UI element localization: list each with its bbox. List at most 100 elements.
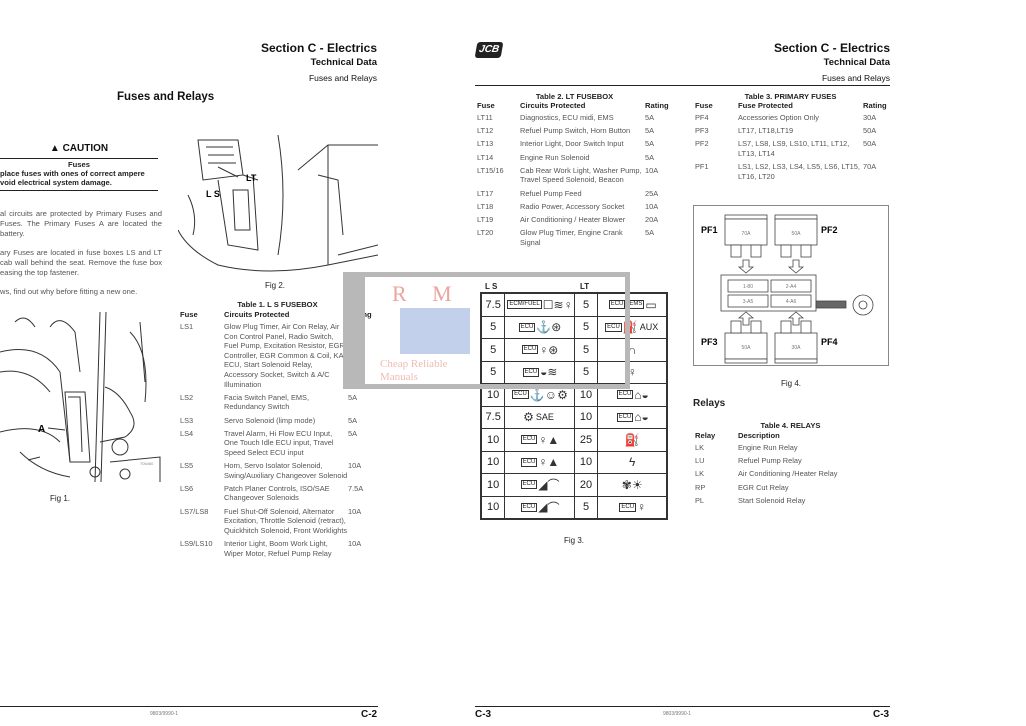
table-cell: 5A xyxy=(348,428,358,438)
table-row: PF1 LS1, LS2, LS3, LS4, LS5, LS6, LT15, L… xyxy=(695,162,888,185)
paragraph-2: ary Fuses are located in fuse boxes LS a… xyxy=(0,248,162,277)
fig4-pf1-value: 70A xyxy=(742,231,752,237)
wiper-icon: ⌒ xyxy=(547,500,560,515)
travel-icon: ⌂ xyxy=(634,387,642,402)
fig1-code: 706460 xyxy=(140,461,154,466)
battery-icon: ▭ xyxy=(645,297,657,312)
fig3-ls-rating: 10 xyxy=(480,450,506,474)
fig4-caption: Fig 4. xyxy=(781,379,802,388)
table-cell: LT14 xyxy=(477,152,494,162)
caution-heading: Fuses xyxy=(68,160,90,169)
bulb-icon: ♀ xyxy=(538,455,548,470)
fig3-icon-cell: ♀ xyxy=(597,360,668,384)
table3-title: Table 3. PRIMARY FUSES xyxy=(744,92,837,101)
fig2-callout-lt: LT xyxy=(246,173,257,183)
column-header: Fuse Protected xyxy=(738,101,793,110)
footer-doc-number: 9803/9990-1 xyxy=(663,711,692,717)
table-cell: Horn, Servo Isolator Solenoid, Swing/Aux… xyxy=(224,461,348,480)
fig2-callout-ls: L S xyxy=(206,189,220,199)
table-cell: LT15/16 xyxy=(477,165,504,175)
lightning-icon: ϟ xyxy=(629,455,636,470)
column-header: Fuse xyxy=(477,101,495,110)
topic-title: Fuses and Relays xyxy=(308,73,377,83)
table-cell: 5A xyxy=(645,139,655,149)
table-cell: LS3 xyxy=(180,415,194,425)
worklight-icon: ◢ xyxy=(538,500,548,515)
fan-icon: ✾ xyxy=(621,477,632,492)
fig4-label-pf2: PF2 xyxy=(821,225,838,235)
table-cell: Diagnostics, ECU midi, EMS xyxy=(520,113,614,122)
table-cell: Cab Rear Work Light, Washer Pump, Travel… xyxy=(520,165,642,185)
table-cell: Travel Alarm, Hi Flow ECU Input, One Tou… xyxy=(224,428,334,457)
fuel-icon: ⛽ xyxy=(624,432,640,447)
table-cell: LT12 xyxy=(477,126,494,136)
table-row: LT15/16 Cab Rear Work Light, Washer Pump,… xyxy=(477,166,670,189)
column-header: Fuse xyxy=(180,310,198,319)
fig3-icon-cell: ⛽ xyxy=(597,428,668,452)
fig4-slot-1: 1-80 xyxy=(743,284,753,290)
table-cell: LS1, LS2, LS3, LS4, LS5, LS6, LT15, LT16… xyxy=(738,162,860,181)
joystick-icon: ⚓ xyxy=(529,387,545,402)
table-cell: PF1 xyxy=(695,162,709,172)
footer-rule xyxy=(0,706,378,707)
wheel-icon: ⊛ xyxy=(551,320,562,335)
fig3-box-label: ECU xyxy=(619,502,637,512)
section-title: Section C - Electrics xyxy=(773,41,890,55)
mountain-icon: ▲ xyxy=(547,432,560,447)
caution-text-2: void electrical system damage. xyxy=(0,178,112,187)
table-cell: LT17 xyxy=(477,188,494,198)
fig3-box-label: ECU xyxy=(605,322,622,332)
caution-text-1: place fuses with ones of correct ampere xyxy=(0,169,145,178)
table-cell: LK xyxy=(695,469,705,479)
fig3-icon-cell: ✾☀ xyxy=(597,473,668,497)
fig3-icon-cell: ⚙SAE xyxy=(504,405,575,429)
table-cell: LK xyxy=(695,443,705,452)
fig3-icon-cell: ECU♀ xyxy=(597,495,668,520)
fig3-icon-cell: ECU◢⌒ xyxy=(504,473,575,497)
fig3-icon-cell: ECU⚓⊛ xyxy=(504,315,575,339)
fig2-caption: Fig 2. xyxy=(265,281,286,290)
table-cell: 10A xyxy=(348,461,362,471)
fig3-ls-rating: 7.5 xyxy=(480,292,506,317)
column-header: Fuse xyxy=(695,101,713,110)
watermark-logo xyxy=(400,308,470,354)
bulb-icon: ♀ xyxy=(563,297,573,312)
column-header: Relay xyxy=(695,431,716,440)
footer-rule xyxy=(475,706,890,707)
table-cell: LT18 xyxy=(477,201,494,211)
table-cell: Refuel Pump Relay xyxy=(738,456,802,466)
fig1-callout-a: A xyxy=(38,424,45,435)
table-cell: RP xyxy=(695,482,706,492)
page-title: Fuses and Relays xyxy=(117,91,215,103)
table-cell: 5A xyxy=(645,113,655,122)
table-header-row: Fuse Fuse Protected Rating xyxy=(695,101,888,113)
fig3-icon-cell: ECU♀▲ xyxy=(504,428,575,452)
table-cell: LT20 xyxy=(477,228,494,238)
fig3-col-lt: LT xyxy=(580,282,590,291)
person-icon: ☺ xyxy=(544,387,558,402)
fig4-label-pf3: PF3 xyxy=(701,337,718,347)
joystick-icon: ⚓ xyxy=(536,320,552,335)
fig1-caption: Fig 1. xyxy=(50,494,71,503)
worklight-icon: ◢ xyxy=(538,477,548,492)
watermark-frame xyxy=(343,272,630,389)
table-cell: LS2 xyxy=(180,392,194,402)
column-header: Rating xyxy=(863,101,887,110)
fig3-text-label: AUX xyxy=(639,322,659,333)
horn-icon: ◒ xyxy=(540,365,548,380)
wiper-icon: ⌒ xyxy=(547,478,560,493)
table-cell: 10A xyxy=(645,165,659,175)
relays-heading: Relays xyxy=(693,398,726,409)
table-cell: 10A xyxy=(348,506,362,516)
